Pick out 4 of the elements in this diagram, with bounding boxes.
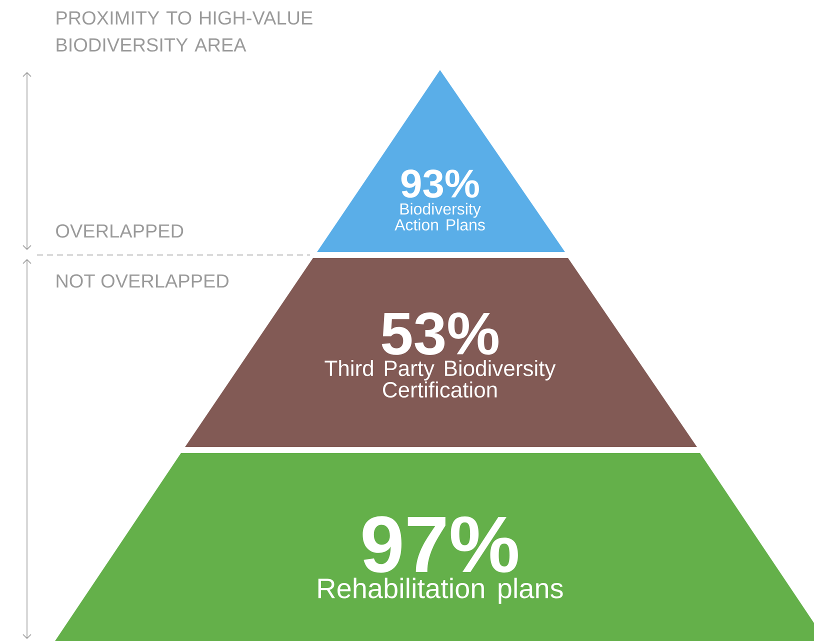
pyramid-tier: 93% Biodiversity Action Plans (317, 70, 565, 252)
pyramid-tier: 97% Rehabilitation plans (55, 453, 814, 641)
title: PROXIMITY TO HIGH-VALUE BIODIVERSITY AREA (56, 11, 312, 52)
zone-label: OVERLAPPED (56, 224, 184, 238)
